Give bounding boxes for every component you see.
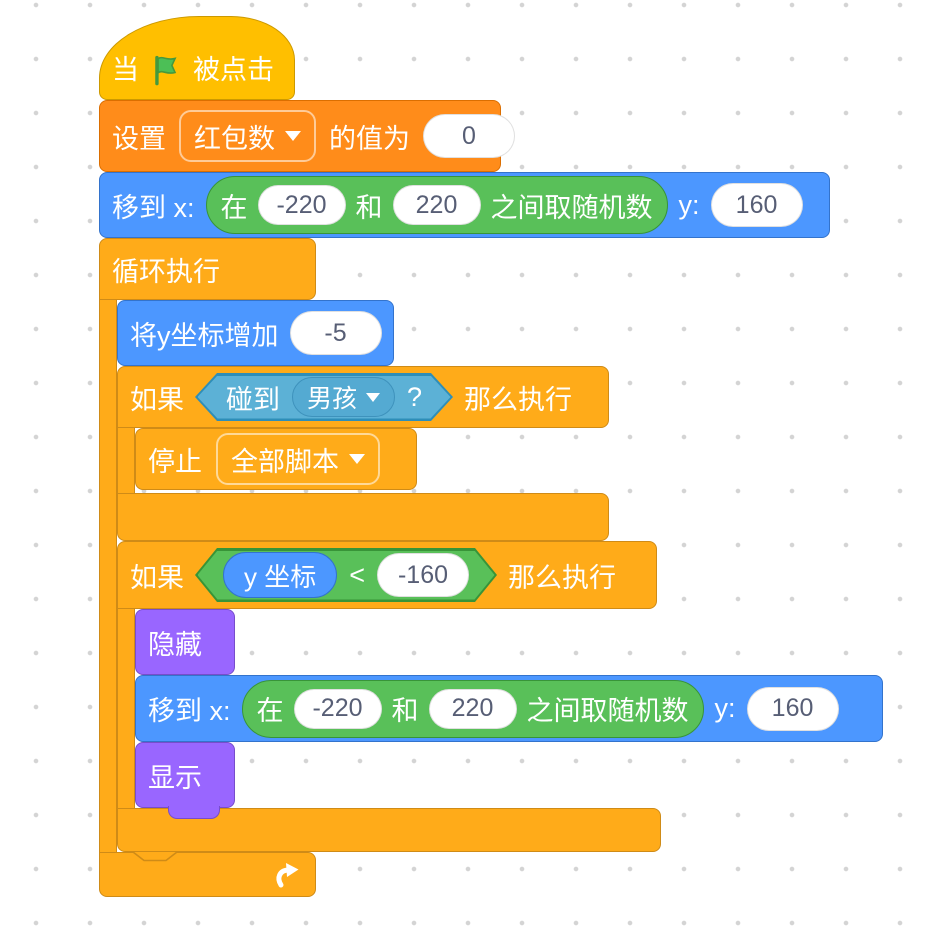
dropdown-arrow-icon — [349, 454, 365, 464]
y-condition-hex[interactable]: y 坐标 < -160 — [195, 548, 497, 602]
set-label: 设置 — [112, 123, 166, 154]
goto-y-input-1[interactable]: 160 — [710, 183, 803, 227]
goto-x-label: 移到 x: — [112, 192, 195, 223]
forever-block-header[interactable]: 循环执行 — [99, 238, 316, 300]
if-touching-header[interactable]: 如果 碰到 男孩 ? 那么执行 — [117, 366, 609, 428]
change-y-block[interactable]: 将y坐标增加 -5 — [117, 300, 394, 366]
set-to-label: 的值为 — [329, 123, 410, 154]
if-touching-bottom-bar[interactable] — [117, 493, 609, 541]
forever-bar-notch — [132, 851, 178, 862]
goto-x-label: 移到 x: — [148, 696, 231, 726]
if-y-header[interactable]: 如果 y 坐标 < -160 那么执行 — [117, 541, 657, 609]
goto-block-2[interactable]: 移到 x: 在 -220 和 220 之间取随机数 y: 160 — [135, 675, 883, 742]
random-in-label: 在 — [220, 192, 248, 223]
stop-option-name: 全部脚本 — [231, 446, 339, 477]
change-y-input[interactable]: -5 — [289, 311, 382, 355]
clicked-label: 被点击 — [193, 55, 274, 85]
if-label-1: 如果 — [130, 384, 184, 415]
when-label: 当 — [112, 55, 139, 85]
y-compare-input[interactable]: -160 — [377, 553, 469, 597]
random-in-label: 在 — [256, 696, 284, 726]
loop-arrow-icon — [273, 861, 301, 889]
show-block[interactable]: 显示 — [135, 742, 235, 808]
goto-y-label: y: — [714, 693, 736, 723]
random-rest-label: 之间取随机数 — [490, 192, 653, 223]
y-position-reporter[interactable]: y 坐标 — [222, 552, 338, 598]
touching-target-name: 男孩 — [306, 385, 357, 413]
touching-label: 碰到 — [225, 384, 280, 415]
random-number-pill-1[interactable]: 在 -220 和 220 之间取随机数 — [205, 176, 668, 234]
random-min-input-2[interactable]: -220 — [293, 688, 382, 729]
touching-question-mark: ? — [406, 381, 423, 412]
change-y-label: 将y坐标增加 — [130, 320, 279, 351]
stop-label: 停止 — [148, 446, 202, 477]
then-label-1: 那么执行 — [464, 384, 572, 415]
show-label: 显示 — [148, 762, 202, 793]
random-max-input-2[interactable]: 220 — [428, 688, 517, 729]
touching-condition-hex[interactable]: 碰到 男孩 ? — [195, 373, 453, 421]
goto-block-1[interactable]: 移到 x: 在 -220 和 220 之间取随机数 y: 160 — [99, 172, 830, 238]
random-rest-label: 之间取随机数 — [526, 696, 689, 726]
random-max-input-1[interactable]: 220 — [392, 185, 481, 225]
less-than-operator: < — [349, 559, 365, 590]
then-label-2: 那么执行 — [508, 562, 616, 593]
show-block-bump — [168, 806, 220, 819]
if-y-block-arm[interactable] — [117, 606, 135, 808]
set-value-input[interactable]: 0 — [423, 114, 515, 158]
set-variable-block[interactable]: 设置 红包数 的值为 0 — [99, 100, 515, 172]
hide-label: 隐藏 — [148, 629, 202, 660]
variable-name: 红包数 — [194, 123, 275, 154]
if-touching-block-arm[interactable] — [117, 425, 135, 494]
stop-option-dropdown[interactable]: 全部脚本 — [216, 433, 380, 485]
if-label-2: 如果 — [130, 562, 184, 593]
dropdown-arrow-icon — [365, 392, 380, 402]
when-flag-hat-block[interactable]: 当 被点击 — [99, 16, 295, 100]
forever-block-arm[interactable] — [99, 297, 117, 853]
goto-y-label: y: — [678, 189, 700, 220]
forever-label: 循环执行 — [112, 256, 220, 287]
green-flag-icon — [150, 53, 182, 87]
forever-bottom-bar[interactable] — [99, 852, 316, 897]
goto-y-input-2[interactable]: 160 — [746, 686, 839, 731]
random-and-label: 和 — [355, 192, 383, 223]
random-number-pill-2[interactable]: 在 -220 和 220 之间取随机数 — [241, 679, 704, 738]
random-min-input-1[interactable]: -220 — [257, 185, 346, 225]
dropdown-arrow-icon — [285, 131, 301, 141]
stop-block[interactable]: 停止 全部脚本 — [135, 428, 417, 490]
random-and-label: 和 — [391, 696, 419, 726]
hide-block[interactable]: 隐藏 — [135, 609, 235, 675]
touching-target-dropdown[interactable]: 男孩 — [291, 377, 395, 417]
variable-dropdown[interactable]: 红包数 — [179, 110, 316, 162]
